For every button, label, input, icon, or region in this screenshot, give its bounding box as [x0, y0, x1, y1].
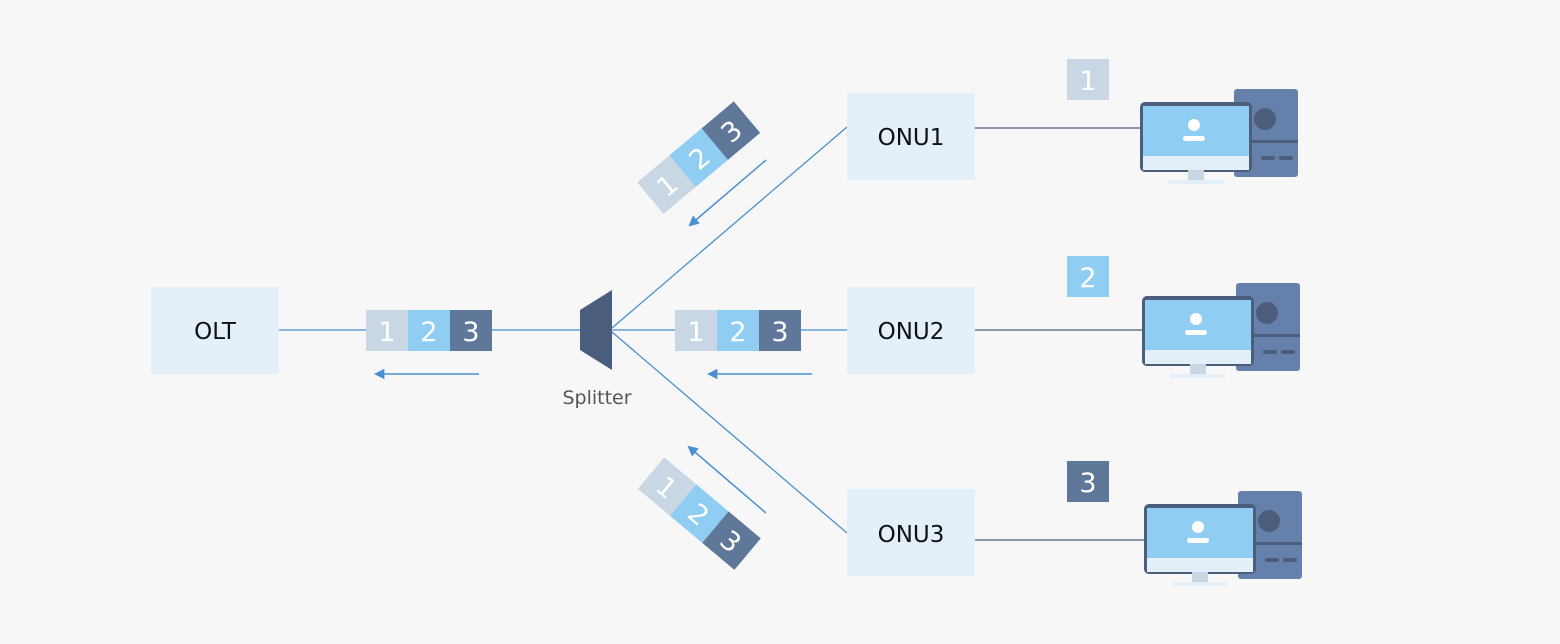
computer-icon — [1142, 283, 1300, 378]
badge-onu1-label: 1 — [1079, 66, 1096, 97]
arrow-icon — [688, 159, 767, 227]
direction-arrows — [373, 159, 812, 514]
badge-onu1: 1 — [1067, 59, 1109, 100]
onu3-node: ONU3 — [847, 489, 975, 576]
frame-onu3-link: 1 2 3 — [637, 457, 761, 570]
frame-cell-3: 3 — [771, 317, 788, 348]
onu1-label: ONU1 — [878, 125, 945, 151]
frame-onu1-link: 1 2 3 — [637, 101, 761, 214]
olt-label: OLT — [194, 319, 237, 345]
badge-onu3-label: 3 — [1079, 468, 1096, 499]
splitter-icon — [580, 290, 612, 370]
splitter-label: Splitter — [562, 387, 631, 409]
onu2-node: ONU2 — [847, 287, 975, 374]
onu2-label: ONU2 — [878, 319, 945, 345]
onu1-node: ONU1 — [847, 93, 975, 180]
badge-onu2-label: 2 — [1079, 263, 1096, 294]
olt-node: OLT — [151, 287, 279, 374]
computer-icon — [1144, 491, 1302, 586]
copper-links — [975, 127, 1146, 541]
badge-onu2: 2 — [1067, 256, 1109, 297]
splitter: Splitter — [562, 290, 632, 409]
arrow-icon — [687, 445, 767, 514]
frame-cell-1: 1 — [378, 317, 395, 348]
frame-onu2-link: 1 2 3 — [675, 310, 801, 351]
frame-olt-link: 1 2 3 — [366, 310, 492, 351]
frame-cell-2: 2 — [729, 317, 746, 348]
frame-cell-2: 2 — [420, 317, 437, 348]
frame-cell-1: 1 — [687, 317, 704, 348]
frame-cell-3: 3 — [462, 317, 479, 348]
splitter-onu3-link — [611, 331, 848, 534]
splitter-onu1-link — [611, 126, 848, 329]
badge-onu3: 3 — [1067, 461, 1109, 502]
onu3-label: ONU3 — [878, 522, 945, 548]
computer-icon — [1140, 89, 1298, 184]
